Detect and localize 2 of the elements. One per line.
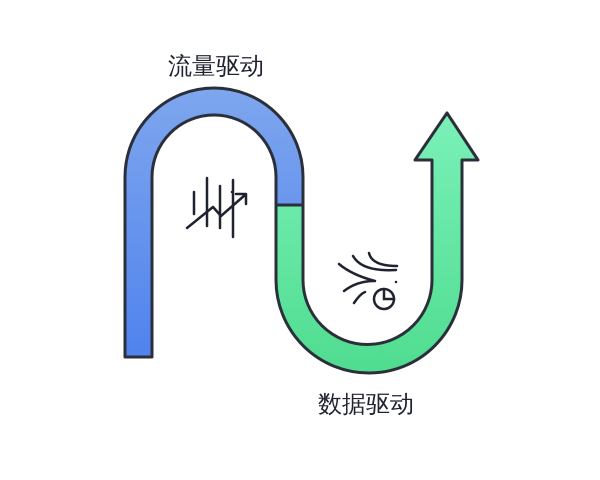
stage-label: 数据驱动 [318, 390, 414, 419]
stage-label: 流量驱动 [168, 52, 264, 81]
